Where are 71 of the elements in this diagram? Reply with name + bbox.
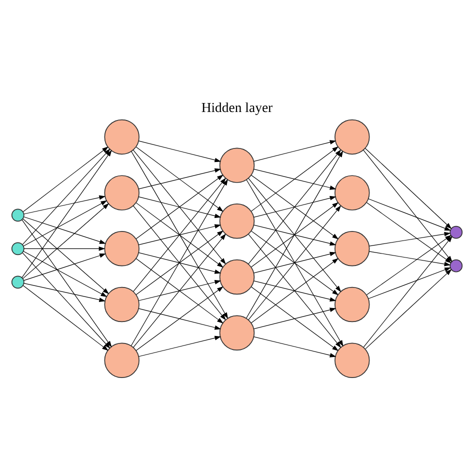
arrow [251, 286, 339, 351]
node-circle [104, 286, 140, 322]
arrow [254, 168, 336, 190]
diagram-title: Hidden layer [201, 99, 273, 114]
arrow [24, 282, 106, 302]
arrow [22, 218, 110, 294]
arrow [22, 202, 110, 278]
arrow [24, 216, 106, 244]
arrow [368, 231, 451, 246]
node-circle [219, 314, 255, 350]
arrow [254, 307, 336, 329]
arrow [22, 150, 112, 278]
arrow [136, 146, 224, 212]
arrow [251, 174, 339, 239]
arrow [138, 168, 222, 189]
arrow [22, 252, 110, 348]
arrow [138, 335, 222, 356]
arrow [138, 140, 222, 162]
arrow [364, 147, 452, 229]
arrow [138, 224, 222, 245]
arrow [251, 146, 339, 211]
arrow [22, 284, 108, 350]
node-circle [334, 230, 370, 266]
arrow [254, 140, 336, 162]
arrow [254, 224, 336, 246]
arrow [136, 258, 224, 323]
arrow [130, 178, 228, 346]
arrow [138, 196, 222, 218]
arrow [254, 280, 336, 302]
arrow [251, 202, 339, 267]
arrow [251, 230, 339, 295]
node-circle [11, 208, 24, 222]
arrow [248, 178, 342, 292]
arrow [138, 308, 222, 330]
arrow [136, 202, 224, 268]
arrow [24, 194, 106, 214]
arrow [23, 200, 108, 246]
arrow [138, 252, 222, 274]
arrow [136, 230, 224, 294]
arrow [248, 204, 342, 320]
arrow [248, 149, 342, 264]
arrow [24, 252, 106, 280]
node-circle [104, 230, 140, 266]
arrow [365, 268, 452, 349]
arrow [246, 150, 344, 318]
node-circle [104, 174, 140, 210]
arrow [368, 198, 451, 230]
arrow [254, 336, 336, 357]
arrow [133, 233, 226, 348]
arrow [254, 195, 336, 217]
node-circle [11, 275, 24, 288]
node-circle [334, 174, 370, 210]
arrow [24, 246, 106, 250]
arrow [136, 286, 224, 350]
arrow [138, 280, 222, 300]
arrow [132, 204, 226, 320]
arrow [131, 150, 228, 318]
arrow [22, 146, 108, 212]
arrow [23, 250, 108, 296]
arrow [368, 266, 451, 298]
arrow [132, 149, 226, 264]
node-circle [450, 258, 463, 272]
arrow [136, 174, 224, 239]
node-circle [11, 242, 24, 255]
arrow [133, 177, 226, 292]
node-circle [219, 147, 255, 182]
arrow [248, 233, 342, 348]
arrow [246, 179, 344, 346]
arrow [254, 251, 336, 273]
node-circle [450, 225, 463, 238]
arrow [251, 258, 339, 323]
